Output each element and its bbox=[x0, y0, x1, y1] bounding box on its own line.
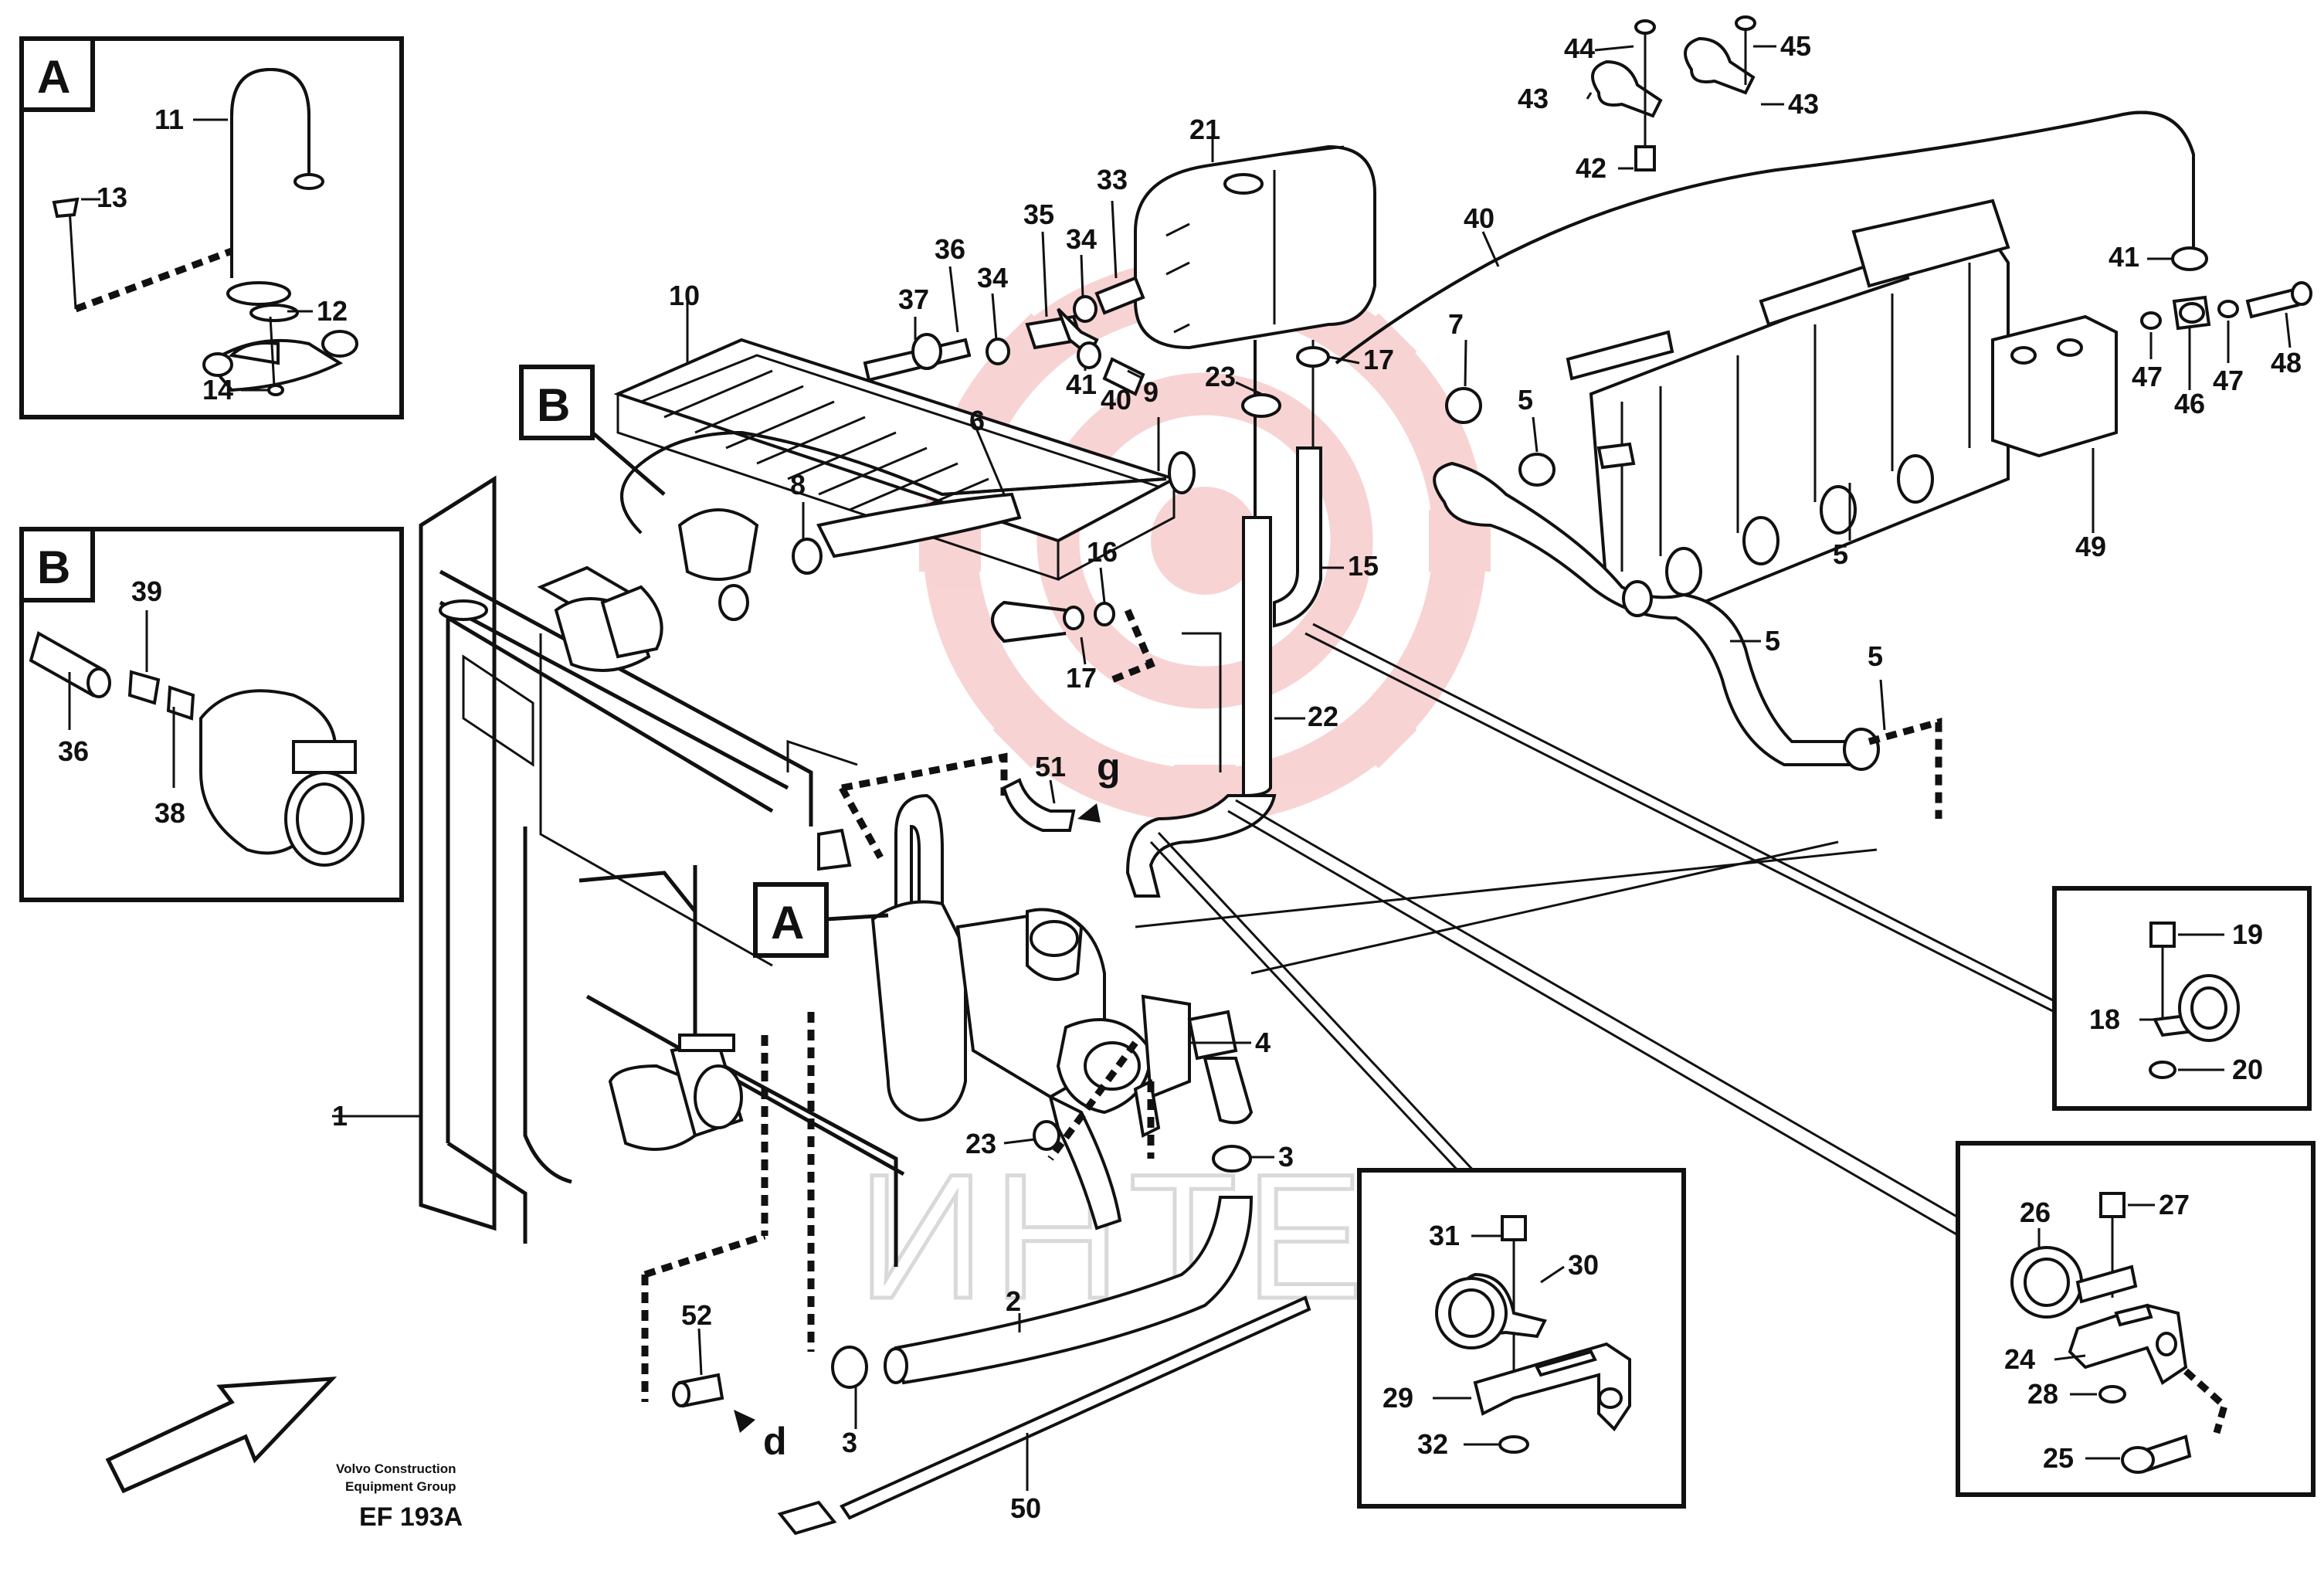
label-15: 15 bbox=[1348, 550, 1379, 582]
label-3-right: 3 bbox=[1278, 1141, 1294, 1173]
detail-leaders bbox=[1149, 623, 2055, 1284]
label-47-left: 47 bbox=[2132, 361, 2163, 392]
label-26: 26 bbox=[2020, 1197, 2051, 1228]
engine-block: 40 49 41 46 47 bbox=[1135, 15, 2312, 975]
label-22: 22 bbox=[1308, 701, 1338, 732]
label-21: 21 bbox=[1189, 114, 1220, 145]
label-23-lower: 23 bbox=[965, 1128, 996, 1159]
label-29: 29 bbox=[1383, 1382, 1413, 1414]
label-5-d: 5 bbox=[1868, 640, 1883, 672]
label-23-top: 23 bbox=[1205, 361, 1236, 392]
detail-box-bracket-29: 31 30 29 32 bbox=[1357, 1168, 1686, 1509]
detail-box-bracket-24: 26 27 24 28 25 bbox=[1956, 1141, 2316, 1497]
label-46: 46 bbox=[2174, 388, 2205, 419]
small-hoses-cluster: 37 36 34 35 34 33 9 41 40 bbox=[863, 164, 1160, 471]
detail-box-a-letter: A bbox=[37, 51, 70, 103]
label-5-b: 5 bbox=[1833, 538, 1848, 570]
arrow-d bbox=[734, 1410, 755, 1433]
direction-d: d bbox=[763, 1420, 787, 1463]
label-16: 16 bbox=[1087, 536, 1118, 568]
lower-hose: 3 2 52 d 50 bbox=[672, 1196, 1311, 1536]
detail-box-a: A 11 13 12 14 bbox=[19, 36, 404, 419]
label-9: 9 bbox=[1143, 376, 1159, 408]
label-2: 2 bbox=[1006, 1285, 1021, 1317]
callout-a-letter: A bbox=[771, 897, 804, 949]
label-33: 33 bbox=[1097, 164, 1128, 195]
footer-company-line2: Equipment Group bbox=[345, 1479, 456, 1494]
footer-code: EF 193A bbox=[359, 1502, 463, 1532]
label-43-right: 43 bbox=[1788, 88, 1819, 120]
label-10: 10 bbox=[669, 280, 700, 311]
label-11: 11 bbox=[154, 104, 184, 135]
label-39: 39 bbox=[131, 575, 162, 607]
footer-company-line1: Volvo Construction bbox=[336, 1461, 456, 1476]
label-52: 52 bbox=[681, 1299, 712, 1331]
label-5-c: 5 bbox=[1765, 625, 1780, 657]
label-50: 50 bbox=[1010, 1492, 1041, 1524]
label-41-top: 41 bbox=[2109, 241, 2139, 273]
label-43-left: 43 bbox=[1518, 83, 1549, 114]
label-5-a: 5 bbox=[1518, 384, 1533, 416]
label-41-mid: 41 bbox=[1066, 368, 1097, 400]
label-48: 48 bbox=[2271, 347, 2302, 378]
direction-g: g bbox=[1097, 745, 1121, 789]
thermostat-pump-assembly: A 51 g 4 23 3 bbox=[753, 745, 1294, 1230]
label-38: 38 bbox=[154, 797, 185, 829]
label-40-mid: 40 bbox=[1101, 384, 1131, 416]
label-34-right: 34 bbox=[1066, 223, 1097, 255]
label-13: 13 bbox=[97, 182, 127, 213]
label-49: 49 bbox=[2075, 531, 2106, 562]
vertical-hoses: 23 17 22 15 16 17 bbox=[991, 340, 1394, 898]
label-30: 30 bbox=[1568, 1249, 1599, 1281]
label-3-lower: 3 bbox=[842, 1427, 857, 1458]
direction-arrow bbox=[105, 1376, 338, 1494]
arrow-g bbox=[1077, 803, 1101, 823]
label-4: 4 bbox=[1255, 1027, 1271, 1058]
label-25: 25 bbox=[2043, 1442, 2074, 1474]
label-47-right: 47 bbox=[2213, 365, 2244, 396]
callout-b-letter: B bbox=[537, 379, 570, 431]
label-27: 27 bbox=[2159, 1189, 2190, 1220]
label-32: 32 bbox=[1417, 1428, 1448, 1460]
detail-box-b-letter: B bbox=[37, 541, 70, 593]
label-6: 6 bbox=[969, 405, 985, 436]
label-28: 28 bbox=[2027, 1378, 2058, 1410]
expansion-tank: 21 10 6 8 B bbox=[519, 114, 1376, 772]
label-31: 31 bbox=[1429, 1220, 1460, 1251]
label-7: 7 bbox=[1448, 308, 1464, 340]
label-44: 44 bbox=[1564, 32, 1595, 64]
label-24: 24 bbox=[2004, 1343, 2035, 1375]
detail-box-b: B 39 36 38 bbox=[19, 527, 404, 902]
label-34-left: 34 bbox=[977, 262, 1008, 294]
label-40-top: 40 bbox=[1464, 202, 1494, 234]
label-12: 12 bbox=[317, 295, 348, 327]
label-18: 18 bbox=[2089, 1003, 2120, 1035]
label-17-mid: 17 bbox=[1066, 662, 1097, 694]
label-17-top: 17 bbox=[1363, 344, 1394, 375]
label-19: 19 bbox=[2232, 918, 2263, 950]
label-8: 8 bbox=[790, 469, 806, 501]
label-20: 20 bbox=[2232, 1054, 2263, 1085]
label-36: 36 bbox=[935, 233, 965, 265]
label-42: 42 bbox=[1576, 152, 1606, 184]
label-36-detail: 36 bbox=[58, 735, 89, 767]
label-51: 51 bbox=[1035, 751, 1066, 782]
label-37: 37 bbox=[898, 283, 929, 315]
label-35: 35 bbox=[1023, 199, 1054, 230]
label-1: 1 bbox=[332, 1100, 348, 1132]
radiator-assembly: 1 bbox=[332, 475, 905, 1402]
detail-box-clamp-19: 19 18 20 bbox=[2052, 886, 2312, 1111]
label-14: 14 bbox=[202, 374, 233, 406]
label-45: 45 bbox=[1780, 30, 1811, 62]
